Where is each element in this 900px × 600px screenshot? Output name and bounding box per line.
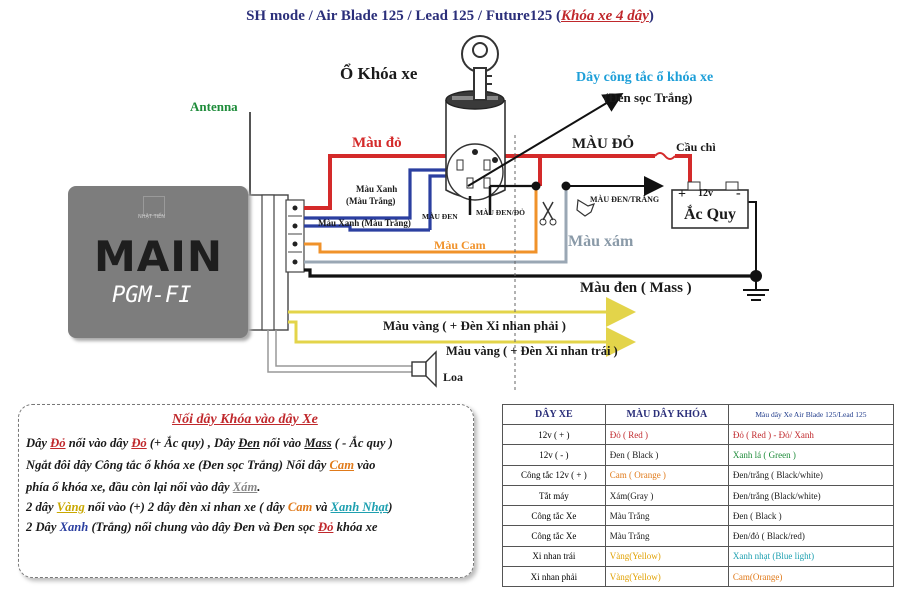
- table-cell: Xanh nhạt (Blue light): [727, 545, 895, 568]
- fuse-symbol: [654, 152, 676, 160]
- scissors-icon: [542, 201, 554, 221]
- instruction-title: Nối dây Khóa vào dây Xe: [172, 412, 318, 427]
- battery: [671, 181, 749, 229]
- main-ecu-box: [68, 186, 248, 338]
- table-cell: Đỏ ( Red ) - Đỏ/ Xanh: [727, 423, 895, 446]
- table-header-row: DÂY XE MÀU DÂY KHÓA Màu dây Xe Air Blade…: [502, 404, 895, 425]
- table-cell: Đen/trắng (Black/white): [727, 484, 895, 507]
- mass-wire-label: Màu đen ( Mass ): [580, 280, 692, 296]
- orange-wire: [304, 186, 538, 254]
- table-cell: Vàng(Yellow): [604, 545, 729, 568]
- logo-sub-text: NHẬT TIẾN: [138, 214, 165, 220]
- table-cell: Xám(Gray ): [604, 484, 729, 507]
- table-cell: Công tắc 12v ( + ): [502, 464, 606, 486]
- logo-icon: [143, 196, 165, 216]
- fuse-label: Cầu chì: [676, 140, 716, 154]
- instruction-line-3: phía ổ khóa xe, đầu còn lại nối vào dây …: [26, 480, 261, 494]
- orange-wire-label: Màu Cam: [434, 238, 486, 252]
- white-wire-label: (Màu Trắng): [346, 196, 396, 206]
- black-red-lock-label: MÀU ĐEN/ĐỎ: [476, 208, 525, 217]
- yellow-left-label: Màu vàng ( + Đèn Xi nhan trái ): [446, 344, 618, 358]
- speaker-body: [411, 361, 427, 377]
- lock-label: Ổ Khóa xe: [340, 64, 418, 83]
- table-cell: Đen ( Black ): [604, 444, 729, 466]
- connector-block: [247, 194, 305, 331]
- table-cell: Tắt máy: [502, 484, 606, 507]
- yellow-right-label: Màu vàng ( + Đèn Xi nhan phải ): [383, 318, 566, 333]
- blue-wire-label: Màu Xanh: [356, 184, 398, 194]
- red-wire-label: Màu đỏ: [352, 135, 402, 151]
- table-row: 12v ( - )Đen ( Black )Xanh lá ( Green ): [502, 444, 895, 466]
- red-wire-to-battery: [675, 154, 692, 190]
- blue-wire-2: [304, 224, 430, 232]
- table-cell: Đỏ ( Red ): [604, 423, 729, 446]
- hand-icon: [576, 198, 596, 217]
- table-cell: Màu Trắng: [604, 505, 729, 527]
- table-cell: Đen/đỏ ( Black/red): [727, 525, 895, 547]
- table-cell: Xanh lá ( Green ): [727, 444, 895, 466]
- table-header: DÂY XE: [502, 404, 606, 425]
- table-cell: Cam ( Orange ): [604, 464, 729, 486]
- black-stripe-white-label: (Đen sọc Trắng): [604, 90, 693, 105]
- antenna-label: Antenna: [190, 99, 238, 114]
- table-cell: 12v ( + ): [502, 423, 606, 446]
- instruction-line-1: Dây Đỏ nối vào dây Đỏ (+ Ắc quy) , Dây Đ…: [26, 436, 393, 450]
- table-cell: Công tắc Xe: [502, 525, 606, 547]
- instruction-line-5: 2 Dây Xanh (Trắng) nối chung vào dây Đen…: [26, 520, 378, 534]
- instruction-line-4: 2 dây Vàng nối vào (+) 2 dây đèn xi nhan…: [26, 500, 393, 514]
- grey-wire: [304, 186, 568, 264]
- table-row: Công tắc 12v ( + )Cam ( Orange )Đen/trắn…: [502, 464, 895, 486]
- battery-label: Ắc Quy: [684, 206, 736, 223]
- ignition-lock: [445, 35, 506, 201]
- battery-volt-label: 12v: [698, 188, 713, 199]
- table-header: MÀU DÂY KHÓA: [604, 404, 729, 425]
- instruction-box: [18, 404, 474, 578]
- table-cell: Vàng(Yellow): [604, 566, 729, 588]
- black-mass-wire: [304, 268, 756, 278]
- table-cell: Màu Trắng: [604, 525, 729, 547]
- table-cell: Đen/trắng ( Black/white): [727, 464, 895, 486]
- title-highlight: Khóa xe 4 dây: [560, 8, 649, 24]
- table-cell: Công tắc Xe: [502, 505, 606, 527]
- speaker-wire: [267, 330, 412, 373]
- red-wire: [304, 154, 542, 210]
- instruction-line-2: Ngắt đôi dây Công tắc ổ khóa xe (Đen sọc…: [26, 458, 376, 472]
- black-lock-label: MÀU ĐEN: [422, 212, 458, 221]
- battery-minus-wire: [746, 201, 757, 276]
- lock-to-switch-arrow: [467, 92, 624, 187]
- blue-wire-1: [304, 168, 446, 220]
- table-cell: Xi nhan trái: [502, 545, 606, 568]
- main-label: MAIN: [94, 232, 224, 281]
- diagram-title: SH mode / Air Blade 125 / Lead 125 / Fut…: [246, 8, 654, 24]
- black-white-label: MÀU ĐEN/TRẮNG: [590, 195, 660, 204]
- switch-wire-label: Dây công tắc ổ khóa xe: [576, 70, 714, 85]
- table-row: 12v ( + )Đỏ ( Red )Đỏ ( Red ) - Đỏ/ Xanh: [502, 423, 895, 446]
- grey-wire-label: Màu xám: [568, 233, 634, 250]
- table-cell: Cam(Orange): [727, 566, 895, 588]
- table-cell: 12v ( - ): [502, 444, 606, 466]
- speaker-cone: [425, 350, 437, 388]
- table-cell: Đen ( Black ): [727, 505, 895, 527]
- table-cell: Xi nhan phải: [502, 566, 606, 588]
- blue-white-label: Màu Xanh (Màu Trắng): [318, 218, 411, 228]
- pgm-label: PGM-FI: [112, 283, 192, 308]
- red-wire-caps-label: MÀU ĐỎ: [572, 136, 635, 152]
- battery-minus-label: -: [736, 186, 741, 201]
- table-header: Màu dây Xe Air Blade 125/Lead 125: [727, 404, 895, 425]
- wire-color-table: DÂY XE MÀU DÂY KHÓA Màu dây Xe Air Blade…: [502, 404, 895, 588]
- speaker-label: Loa: [443, 370, 464, 384]
- yellow-wire-left: [288, 320, 636, 357]
- battery-plus-label: +: [678, 187, 686, 202]
